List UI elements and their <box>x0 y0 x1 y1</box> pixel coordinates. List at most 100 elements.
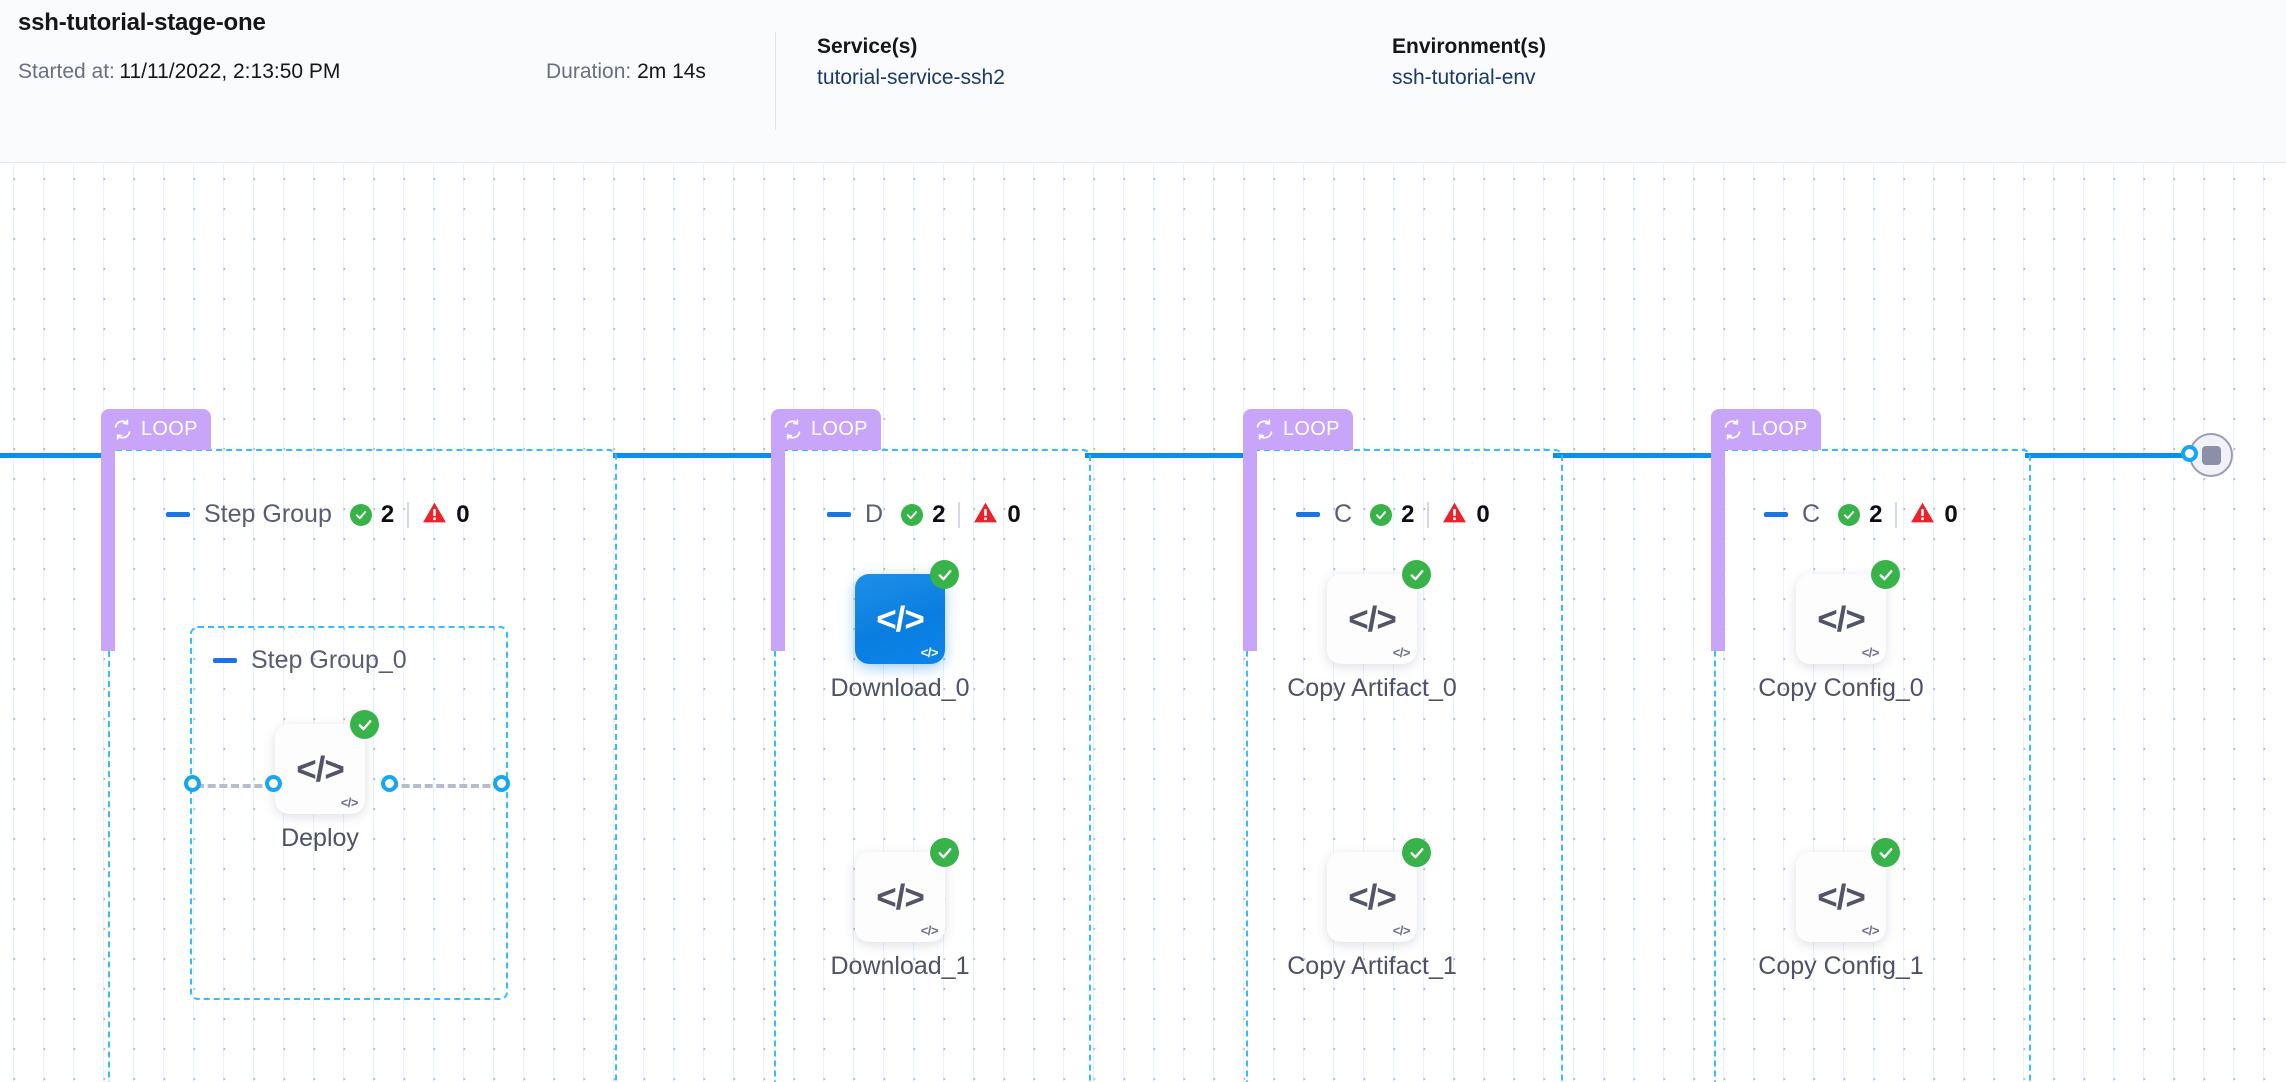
started-at-label: Started at: <box>18 60 115 83</box>
step-group-container-1[interactable] <box>108 449 617 1082</box>
check-circle-icon <box>1871 838 1900 867</box>
step-group-container-3[interactable] <box>1246 449 1563 1082</box>
step-node-label: Copy Config_1 <box>1758 952 1924 980</box>
step-node-copy-artifact-0[interactable]: </> </> Copy Artifact_0 <box>1287 560 1457 702</box>
step-group-name: C <box>1334 500 1353 528</box>
service-link[interactable]: tutorial-service-ssh2 <box>817 66 1005 89</box>
flow-connector-2 <box>1085 453 1243 458</box>
step-node-card[interactable]: </> </> <box>275 710 379 814</box>
code-brackets-icon: </> <box>1348 599 1397 639</box>
loop-bar-1 <box>101 419 115 651</box>
step-node-download-0[interactable]: </> </> Download_0 <box>831 560 970 702</box>
started-at-block: Started at: 11/11/2022, 2:13:50 PM <box>18 60 340 84</box>
code-brackets-icon: </> <box>296 749 345 789</box>
count-separator <box>1427 501 1430 528</box>
step-node-copy-artifact-1[interactable]: </> </> Copy Artifact_1 <box>1287 838 1457 980</box>
check-circle-icon <box>350 710 379 739</box>
success-count: 2 <box>380 500 395 528</box>
step-node-card[interactable]: </> </> <box>1327 838 1431 942</box>
step-group-name: Step Group_0 <box>251 646 407 674</box>
collapse-dash-icon[interactable] <box>1296 512 1320 517</box>
step-node-download-1[interactable]: </> </> Download_1 <box>831 838 970 980</box>
failure-count: 0 <box>1007 500 1021 528</box>
step-node-card[interactable]: </> </> <box>1796 560 1900 664</box>
loop-icon <box>112 419 133 440</box>
services-label: Service(s) <box>817 35 918 58</box>
header-divider <box>775 32 776 130</box>
step-group-container-1-0[interactable] <box>190 626 508 1000</box>
code-brackets-icon: </> <box>876 877 925 917</box>
check-circle-icon <box>1402 560 1431 589</box>
check-circle-icon <box>1838 503 1861 526</box>
loop-badge-2[interactable]: LOOP <box>771 409 881 450</box>
count-separator <box>1895 501 1898 528</box>
step-group-name: D <box>865 500 884 528</box>
step-group-container-4[interactable] <box>1714 449 2031 1082</box>
count-separator <box>407 501 410 528</box>
environment-link[interactable]: ssh-tutorial-env <box>1392 66 1536 89</box>
step-node-copy-config-0[interactable]: </> </> Copy Config_0 <box>1758 560 1924 702</box>
flow-connector-exit <box>2025 453 2188 458</box>
step-node-card[interactable]: </> </> <box>855 560 959 664</box>
code-brackets-sub-icon: </> <box>920 923 939 938</box>
warning-triangle-icon <box>973 501 998 529</box>
collapse-dash-icon[interactable] <box>166 512 190 517</box>
code-brackets-icon: </> <box>876 599 925 639</box>
duration-label: Duration: <box>546 60 632 83</box>
check-circle-icon <box>349 503 372 526</box>
environments-column: Environment(s) ssh-tutorial-env <box>1392 35 1546 90</box>
step-group-counts: 2 0 <box>901 501 1021 529</box>
stop-square-icon <box>2201 445 2221 465</box>
step-group-counts: 2 0 <box>1370 501 1490 529</box>
port-end-node[interactable] <box>2181 445 2198 462</box>
loop-badge-4[interactable]: LOOP <box>1711 409 1821 450</box>
loop-badge-1[interactable]: LOOP <box>101 409 211 450</box>
count-separator <box>958 501 961 528</box>
check-circle-icon <box>1370 503 1393 526</box>
port-node-left[interactable] <box>265 775 282 792</box>
port-group-left[interactable] <box>184 775 201 792</box>
collapse-dash-icon[interactable] <box>827 512 851 517</box>
pipeline-graph-canvas[interactable]: LOOP Step Group 2 0 Step Group_0 </> </> <box>0 164 2286 1082</box>
port-node-right[interactable] <box>381 775 398 792</box>
check-circle-icon <box>1871 560 1900 589</box>
sub-connector-right <box>390 784 502 788</box>
code-brackets-sub-icon: </> <box>1392 923 1411 938</box>
check-circle-icon <box>930 560 959 589</box>
step-node-copy-config-1[interactable]: </> </> Copy Config_1 <box>1758 838 1924 980</box>
environments-label: Environment(s) <box>1392 35 1547 58</box>
step-node-card[interactable]: </> </> <box>1327 560 1431 664</box>
collapse-dash-icon[interactable] <box>1764 512 1788 517</box>
loop-icon <box>1722 419 1743 440</box>
code-brackets-sub-icon: </> <box>920 645 939 660</box>
step-node-deploy[interactable]: </> </> Deploy <box>275 710 379 852</box>
failure-count: 0 <box>1476 500 1490 528</box>
flow-connector-3 <box>1553 453 1711 458</box>
step-node-label: Copy Config_0 <box>1758 674 1924 702</box>
step-group-header-1-0: Step Group_0 <box>213 646 407 675</box>
loop-badge-label: LOOP <box>1751 418 1808 440</box>
code-brackets-sub-icon: </> <box>1861 645 1880 660</box>
port-group-right[interactable] <box>493 775 510 792</box>
loop-badge-3[interactable]: LOOP <box>1243 409 1353 450</box>
loop-icon <box>1254 419 1275 440</box>
pipeline-end-node[interactable] <box>2189 433 2233 477</box>
pipeline-stage-header: ssh-tutorial-stage-one Started at: 11/11… <box>0 0 2286 163</box>
duration-block: Duration: 2m 14s <box>546 60 706 84</box>
success-count: 2 <box>1869 500 1883 528</box>
code-brackets-sub-icon: </> <box>1392 645 1411 660</box>
step-group-counts: 2 0 <box>1838 501 1958 529</box>
step-node-card[interactable]: </> </> <box>1796 838 1900 942</box>
loop-icon <box>782 419 803 440</box>
step-group-header-3: C 2 0 <box>1296 500 1490 529</box>
failure-count: 0 <box>456 500 470 528</box>
step-node-label: Download_0 <box>830 674 970 702</box>
flow-connector-entry <box>0 453 102 458</box>
loop-bar-3 <box>1243 419 1257 651</box>
step-node-card[interactable]: </> </> <box>855 838 959 942</box>
loop-bar-4 <box>1711 419 1725 651</box>
services-column: Service(s) tutorial-service-ssh2 <box>817 35 1005 90</box>
failure-count: 0 <box>1944 500 1958 528</box>
step-group-container-2[interactable] <box>774 449 1091 1082</box>
collapse-dash-icon[interactable] <box>213 658 237 663</box>
